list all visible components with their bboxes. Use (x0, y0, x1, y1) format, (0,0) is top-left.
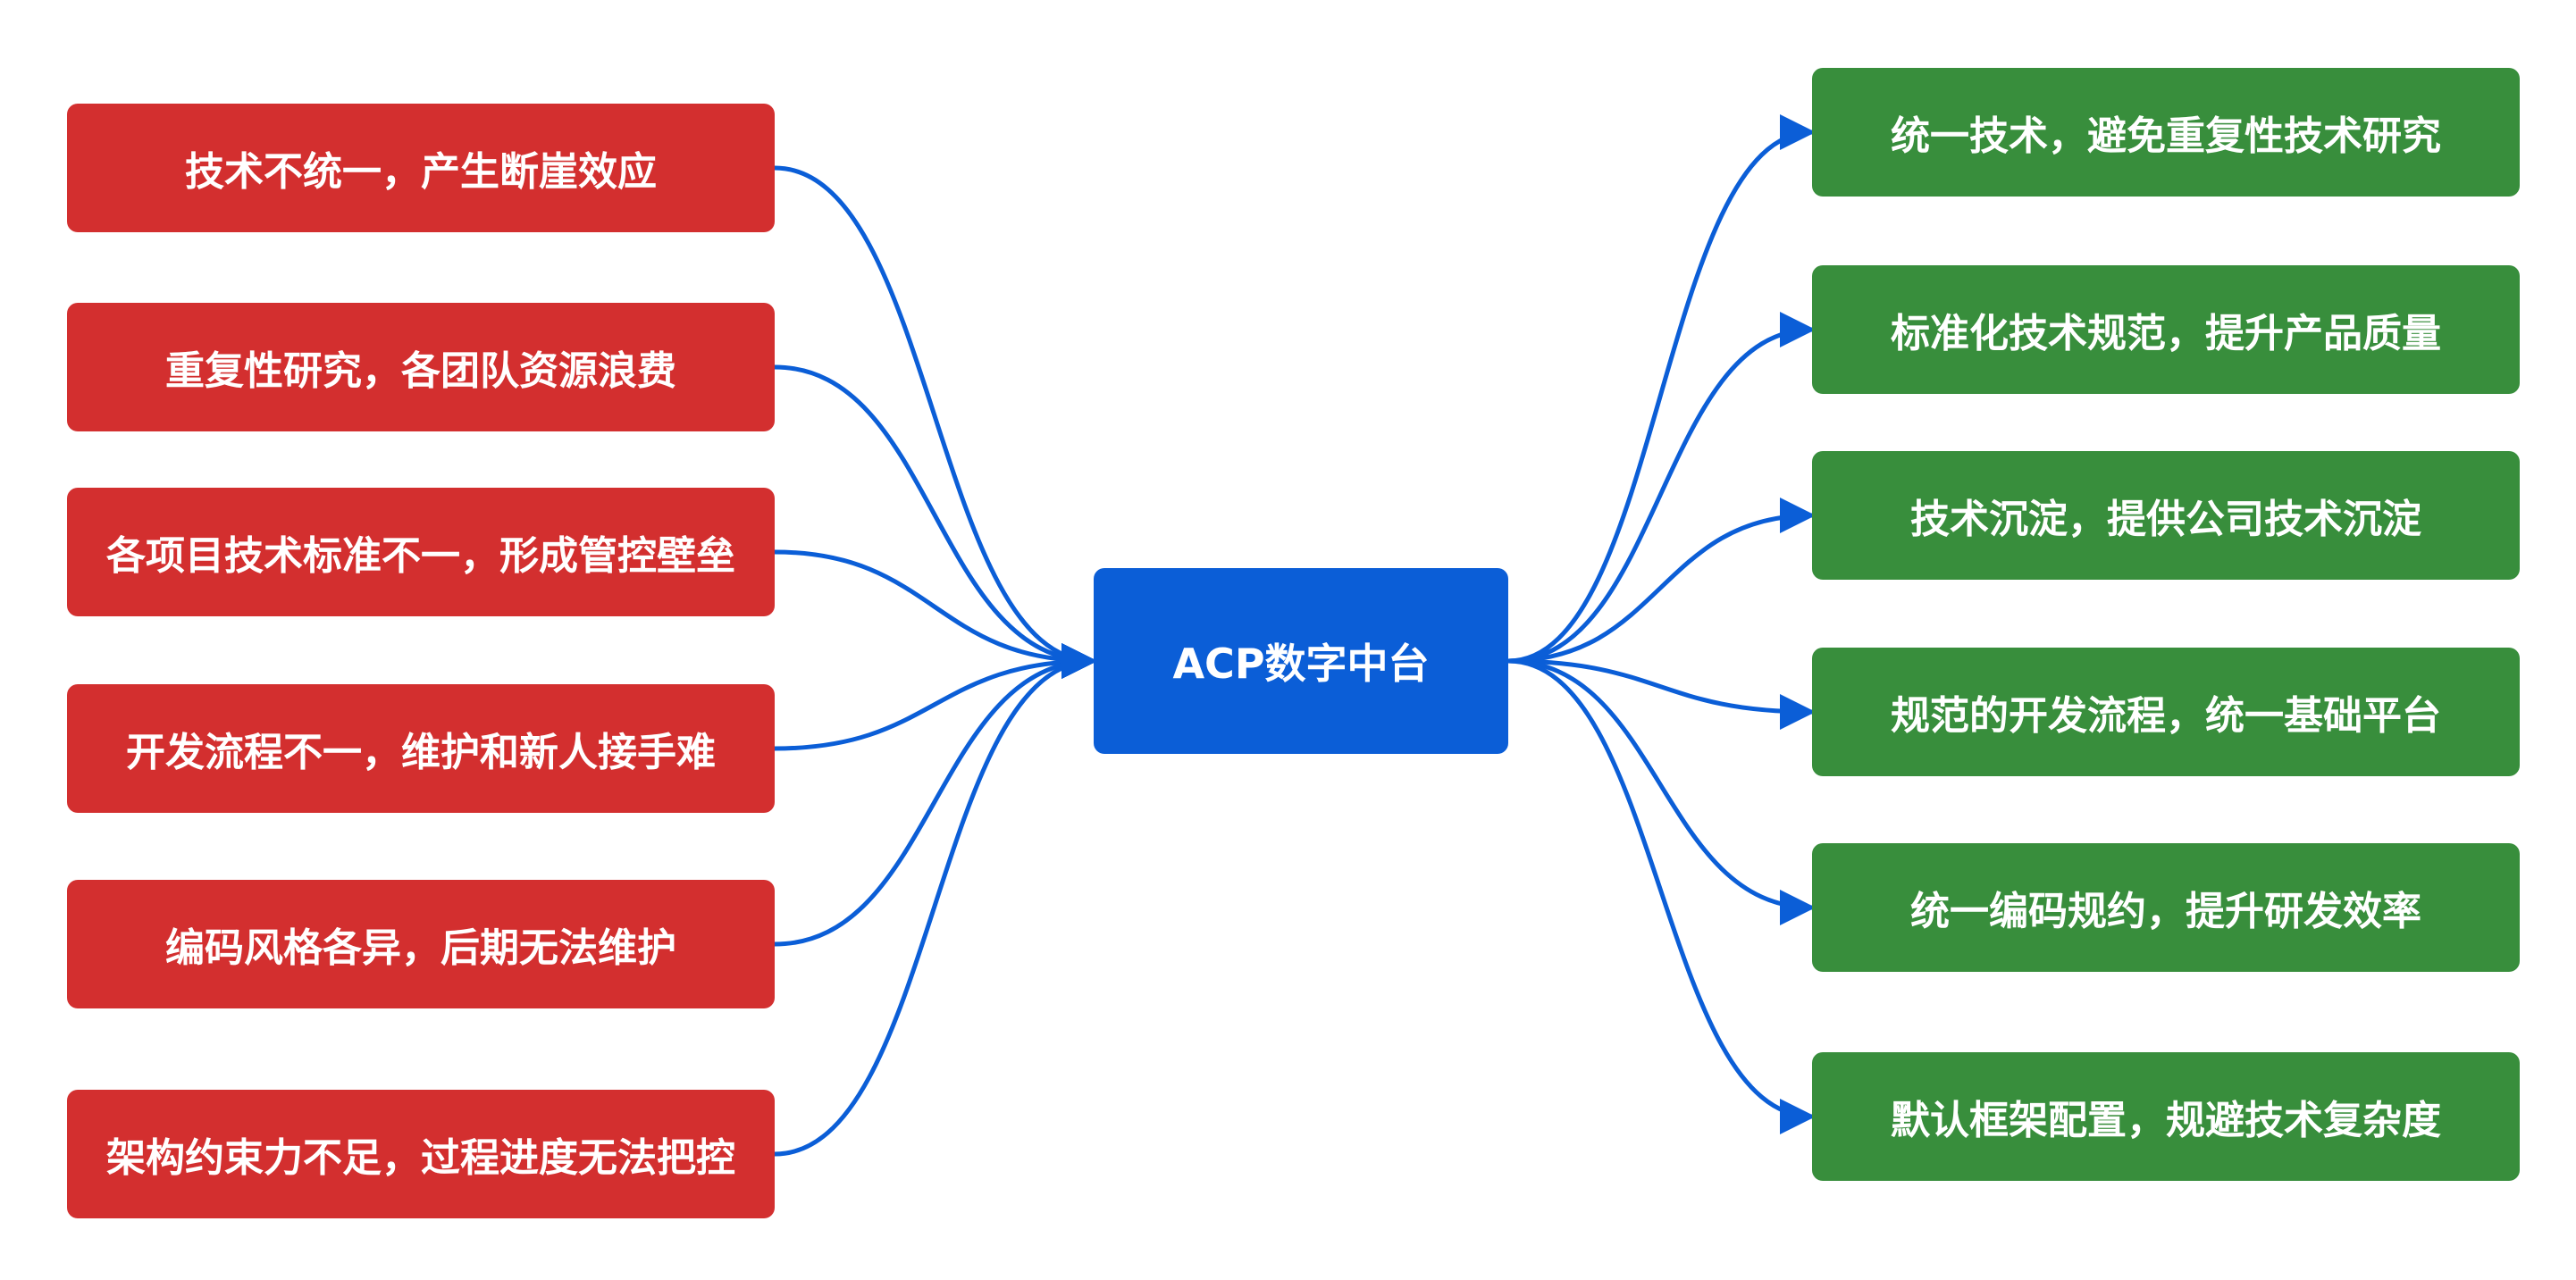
problem-connector (774, 364, 1097, 679)
problem-node: 编码风格各异，后期无法维护 (67, 880, 775, 1008)
problem-connector (774, 549, 1097, 679)
problem-node: 架构约束力不足，过程进度无法把控 (67, 1090, 775, 1218)
benefit-connector (1507, 658, 1816, 1134)
benefit-connector (1507, 498, 1816, 664)
problem-connector (774, 165, 1097, 679)
problem-node: 重复性研究，各团队资源浪费 (67, 303, 775, 431)
problem-node: 各项目技术标准不一，形成管控壁垒 (67, 488, 775, 616)
problem-node: 开发流程不一，维护和新人接手难 (67, 684, 775, 813)
benefit-node: 规范的开发流程，统一基础平台 (1812, 648, 2520, 776)
benefit-node: 技术沉淀，提供公司技术沉淀 (1812, 451, 2520, 580)
benefit-connector (1507, 658, 1816, 925)
benefit-connector (1507, 312, 1816, 664)
benefit-node: 统一编码规约，提升研发效率 (1812, 843, 2520, 972)
central-node: ACP数字中台 (1094, 568, 1508, 754)
benefit-node: 默认框架配置，规避技术复杂度 (1812, 1052, 2520, 1181)
problem-connector (774, 643, 1097, 947)
benefit-node: 标准化技术规范，提升产品质量 (1812, 265, 2520, 394)
benefit-node: 统一技术，避免重复性技术研究 (1812, 68, 2520, 197)
problem-connector (774, 643, 1097, 751)
benefit-connector (1507, 114, 1816, 664)
benefit-connector (1507, 658, 1816, 730)
problem-node: 技术不统一，产生断崖效应 (67, 104, 775, 232)
problem-connector (774, 643, 1097, 1157)
